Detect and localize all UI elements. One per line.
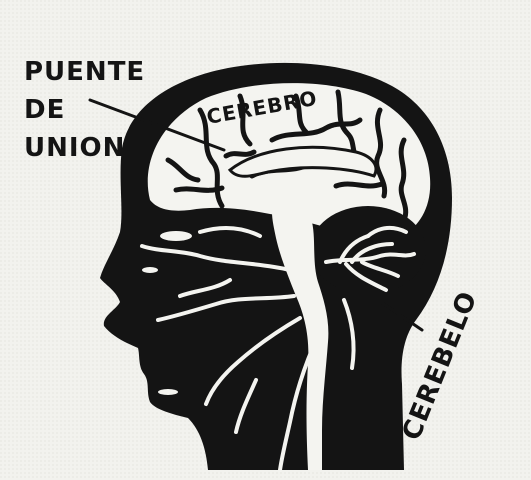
label-pons-line-2: DE bbox=[24, 95, 65, 125]
label-pons-line-1: PUENTE bbox=[24, 57, 145, 87]
label-pons-line-3: UNION bbox=[24, 133, 125, 163]
